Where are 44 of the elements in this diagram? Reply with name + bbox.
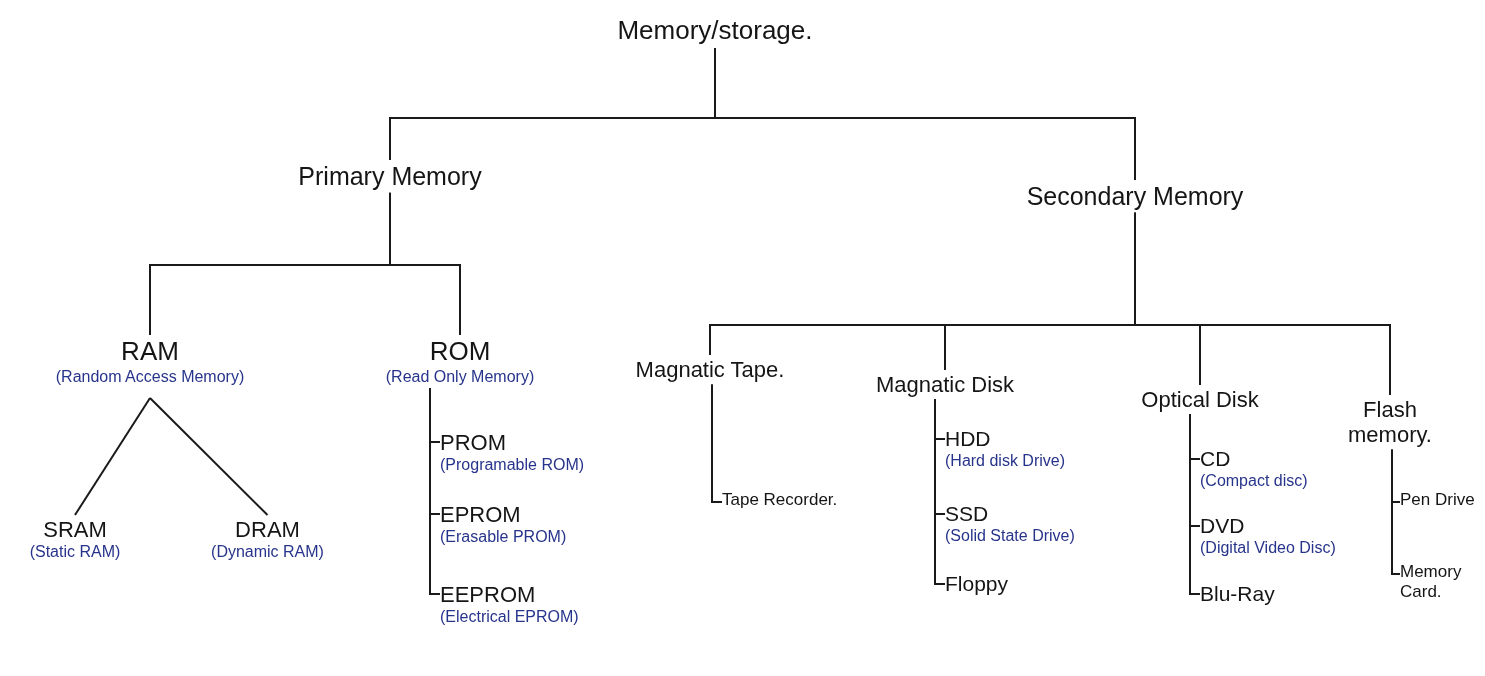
node-label: SSD <box>945 502 989 527</box>
node-label: Secondary Memory <box>1026 182 1244 211</box>
node-label: Memory/storage. <box>617 16 813 46</box>
connector-line <box>1189 413 1201 595</box>
connector-line <box>1391 448 1401 575</box>
node-note: (Static RAM) <box>29 542 121 562</box>
node-note: (Electrical EPROM) <box>440 607 579 627</box>
node-note: (Digital Video Disc) <box>1200 538 1336 558</box>
connector-line <box>74 397 151 516</box>
node-label: DVD <box>1200 514 1245 539</box>
node-label: RAM <box>121 337 179 367</box>
node-label: EEPROM <box>440 582 536 608</box>
connector-line <box>389 191 461 336</box>
node-note: (Erasable PROM) <box>440 527 567 547</box>
node-label: CD <box>1200 447 1231 472</box>
node-label: Primary Memory <box>298 162 482 191</box>
node-note: (Programable ROM) <box>440 455 585 475</box>
connector-line <box>934 398 946 585</box>
connector-line <box>149 397 269 516</box>
node-label: Flash memory. <box>1347 397 1433 448</box>
connector-line <box>1134 211 1391 396</box>
node-note: (Random Access Memory) <box>55 366 245 387</box>
node-label: Memory Card. <box>1400 562 1463 602</box>
connector-line <box>429 387 441 595</box>
node-label: EPROM <box>440 502 521 528</box>
node-label: Optical Disk <box>1141 387 1259 413</box>
node-label: PROM <box>440 430 506 456</box>
node-label: HDD <box>945 427 991 452</box>
node-label: Pen Drive <box>1400 490 1475 510</box>
node-label: Blu-Ray <box>1200 582 1275 607</box>
node-label: ROM <box>429 337 491 367</box>
node-label: Magnatic Disk <box>875 372 1015 398</box>
node-label: Tape Recorder. <box>722 490 838 510</box>
node-label: Magnatic Tape. <box>635 357 785 383</box>
node-label: SRAM <box>43 517 107 543</box>
node-note: (Hard disk Drive) <box>945 451 1065 471</box>
connector-line <box>714 46 1136 181</box>
node-note: (Solid State Drive) <box>945 526 1075 546</box>
node-label: DRAM <box>235 517 300 543</box>
node-note: (Dynamic RAM) <box>211 542 324 562</box>
connector-line <box>711 383 723 503</box>
node-note: (Read Only Memory) <box>385 366 535 387</box>
node-note: (Compact disc) <box>1200 471 1308 491</box>
node-label: Floppy <box>945 572 1009 597</box>
